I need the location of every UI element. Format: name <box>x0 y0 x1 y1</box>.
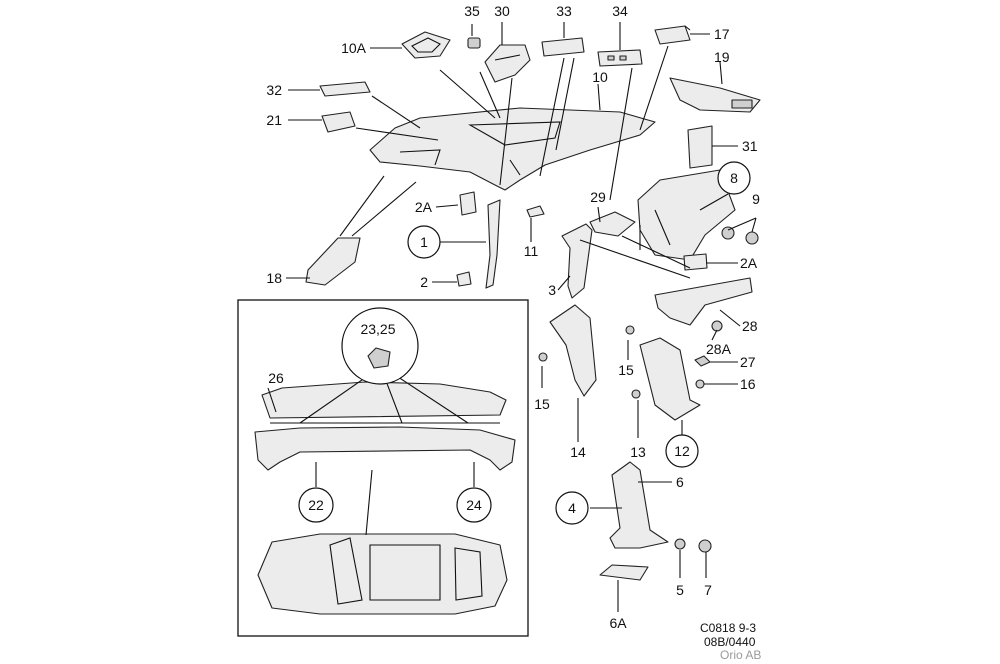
part-27 <box>694 355 711 367</box>
diagram-ref: 08B/0440 <box>704 635 756 649</box>
part-5 <box>674 538 686 550</box>
part-30 <box>484 44 531 83</box>
part-19 <box>669 77 761 113</box>
label-28a: 28A <box>706 341 732 357</box>
label-31: 31 <box>742 138 758 154</box>
label-8: 8 <box>730 170 738 186</box>
part-8 <box>637 169 736 261</box>
label-30: 30 <box>494 3 510 19</box>
part-6a <box>599 564 649 581</box>
part-32 <box>319 81 371 97</box>
part-2a-right <box>683 253 708 271</box>
label-7: 7 <box>704 582 712 598</box>
label-15-right: 15 <box>618 362 634 378</box>
detail-circle-23-25 <box>341 307 419 385</box>
label-35: 35 <box>464 3 480 19</box>
label-6a: 6A <box>609 615 627 631</box>
label-2a-right: 2A <box>740 255 758 271</box>
callout-circle-22 <box>298 487 334 523</box>
label-16: 16 <box>740 376 756 392</box>
label-23-25: 23,25 <box>360 321 395 337</box>
part-4-6 <box>609 461 669 549</box>
callout-circle-12 <box>665 434 699 468</box>
part-29 <box>589 211 636 237</box>
part-14 <box>549 304 597 397</box>
part-12 <box>639 337 701 421</box>
callout-circle-1 <box>407 225 441 259</box>
part-35 <box>467 37 481 49</box>
label-28: 28 <box>742 318 758 334</box>
part-16 <box>695 379 705 389</box>
leader-lines <box>286 22 757 612</box>
label-22: 22 <box>308 497 324 513</box>
label-10: 10 <box>592 69 608 85</box>
label-10a: 10A <box>341 40 367 56</box>
callout-circle-24 <box>456 487 492 523</box>
part-31 <box>687 125 713 169</box>
label-11: 11 <box>524 243 539 259</box>
inset-box <box>237 299 529 637</box>
callout-circle-4 <box>555 491 589 525</box>
label-15-left: 15 <box>534 396 550 412</box>
label-32: 32 <box>266 82 282 98</box>
part-15-right <box>625 325 635 335</box>
label-29: 29 <box>590 189 606 205</box>
label-1: 1 <box>420 234 428 250</box>
label-14: 14 <box>570 444 586 460</box>
label-9: 9 <box>752 191 760 207</box>
label-3: 3 <box>548 282 556 298</box>
part-3 <box>561 223 593 299</box>
label-12: 12 <box>674 443 690 459</box>
part-2a-top <box>459 191 477 216</box>
part-7 <box>698 539 712 553</box>
label-27: 27 <box>740 354 756 370</box>
part-10a <box>401 31 451 59</box>
diagram-code: C0818 9-3 <box>700 621 756 635</box>
label-2: 2 <box>420 274 428 290</box>
part-1 <box>485 199 501 289</box>
label-26: 26 <box>268 370 284 386</box>
label-34: 34 <box>612 3 628 19</box>
label-21: 21 <box>266 112 282 128</box>
label-2a-top: 2A <box>415 199 433 215</box>
label-6: 6 <box>676 474 684 490</box>
part-34 <box>597 49 643 67</box>
part-9 <box>721 226 759 245</box>
part-15-left <box>538 352 548 362</box>
label-4: 4 <box>568 500 576 516</box>
label-33: 33 <box>556 3 572 19</box>
diagram-credit: Orio AB <box>720 648 761 662</box>
part-21 <box>321 111 356 133</box>
label-18: 18 <box>266 270 282 286</box>
part-18 <box>305 237 361 286</box>
label-5: 5 <box>676 582 684 598</box>
part-2 <box>456 271 472 287</box>
part-33 <box>541 37 585 57</box>
label-13: 13 <box>630 444 646 460</box>
label-17: 17 <box>714 26 730 42</box>
label-19: 19 <box>714 49 730 65</box>
clip-detail <box>367 347 391 369</box>
label-24: 24 <box>466 497 482 513</box>
headliner-part <box>369 107 656 191</box>
part-28 <box>654 277 753 326</box>
part-28a <box>711 320 723 332</box>
part-17 <box>654 25 691 45</box>
part-11 <box>526 205 545 218</box>
callout-circle-8 <box>717 161 751 195</box>
part-13 <box>631 389 641 399</box>
